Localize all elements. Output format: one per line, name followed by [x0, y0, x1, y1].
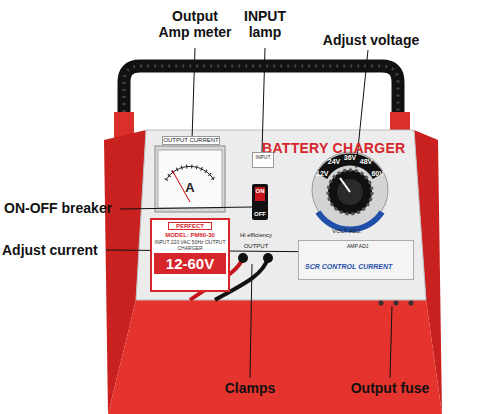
meter-scale	[166, 166, 214, 180]
current-panel: AMP ADJ SCR CONTROL CURRENT	[298, 240, 414, 280]
output-terminal	[238, 253, 248, 263]
leader-line	[192, 48, 195, 140]
handle-grip	[124, 66, 398, 140]
meter-frame	[155, 146, 225, 212]
dial-number: 36V	[341, 154, 359, 162]
node-text: INPUT 220 VAC 50Hz OUTPUT CHARGER	[154, 239, 226, 251]
node-text: PERFECT	[168, 222, 212, 230]
dial-number: 24V	[325, 158, 343, 166]
breaker-switch	[252, 184, 268, 220]
node-text: AMP ADJ	[347, 243, 413, 249]
fuse-hole	[394, 301, 399, 306]
brand-title: BATTERY CHARGER	[262, 140, 412, 156]
node-text: MODEL: PM60-30	[154, 232, 226, 238]
panel-text: Hi efficiency	[230, 232, 282, 239]
panel-text: VOLT ADJ.	[322, 228, 372, 235]
switch-text: ON	[253, 188, 267, 195]
front-panel	[136, 130, 426, 300]
callout-label: Clamps	[218, 380, 282, 396]
body-front	[108, 300, 442, 414]
dial-number: 60V	[369, 170, 387, 178]
leader-line	[250, 264, 252, 378]
dial-number: 12V	[313, 170, 331, 178]
callout-label: Adjust current	[2, 242, 108, 258]
voltage-knob-cap	[337, 179, 363, 205]
switch-text: OFF	[253, 211, 267, 218]
dial-number: 48V	[357, 158, 375, 166]
dial-arc	[318, 212, 382, 230]
knob-pointer	[340, 178, 350, 192]
fuse-hole	[379, 301, 384, 306]
meter-face: A	[158, 150, 222, 208]
input-lamp: INPUT	[252, 152, 274, 168]
node-text: INPUT	[253, 154, 273, 160]
leader-line	[120, 207, 252, 209]
handle	[124, 66, 398, 140]
callout-label: Output Amp meter	[155, 8, 235, 40]
node-text: SCR CONTROL CURRENT	[299, 263, 413, 270]
voltage-knob	[328, 170, 372, 214]
fuse-hole	[409, 301, 414, 306]
output-terminal	[263, 253, 273, 263]
panel-text: OUTPUT CURRENT	[162, 136, 220, 145]
callout-label: INPUT lamp	[232, 8, 298, 40]
callout-label: Output fuse	[342, 380, 438, 396]
panel-text: OUTPUT	[236, 243, 276, 250]
leader-line	[262, 48, 265, 152]
meter-ticks	[166, 166, 214, 180]
model-panel: PERFECT MODEL: PM60-30INPUT 220 VAC 50Hz …	[150, 218, 230, 292]
node-text: 12-60V	[154, 253, 226, 274]
leader-line	[390, 306, 392, 378]
callout-label: ON-OFF breaker	[4, 200, 122, 216]
node-text: A	[158, 180, 222, 195]
meter-face	[158, 150, 222, 208]
callout-label: Adjust voltage	[312, 32, 430, 48]
